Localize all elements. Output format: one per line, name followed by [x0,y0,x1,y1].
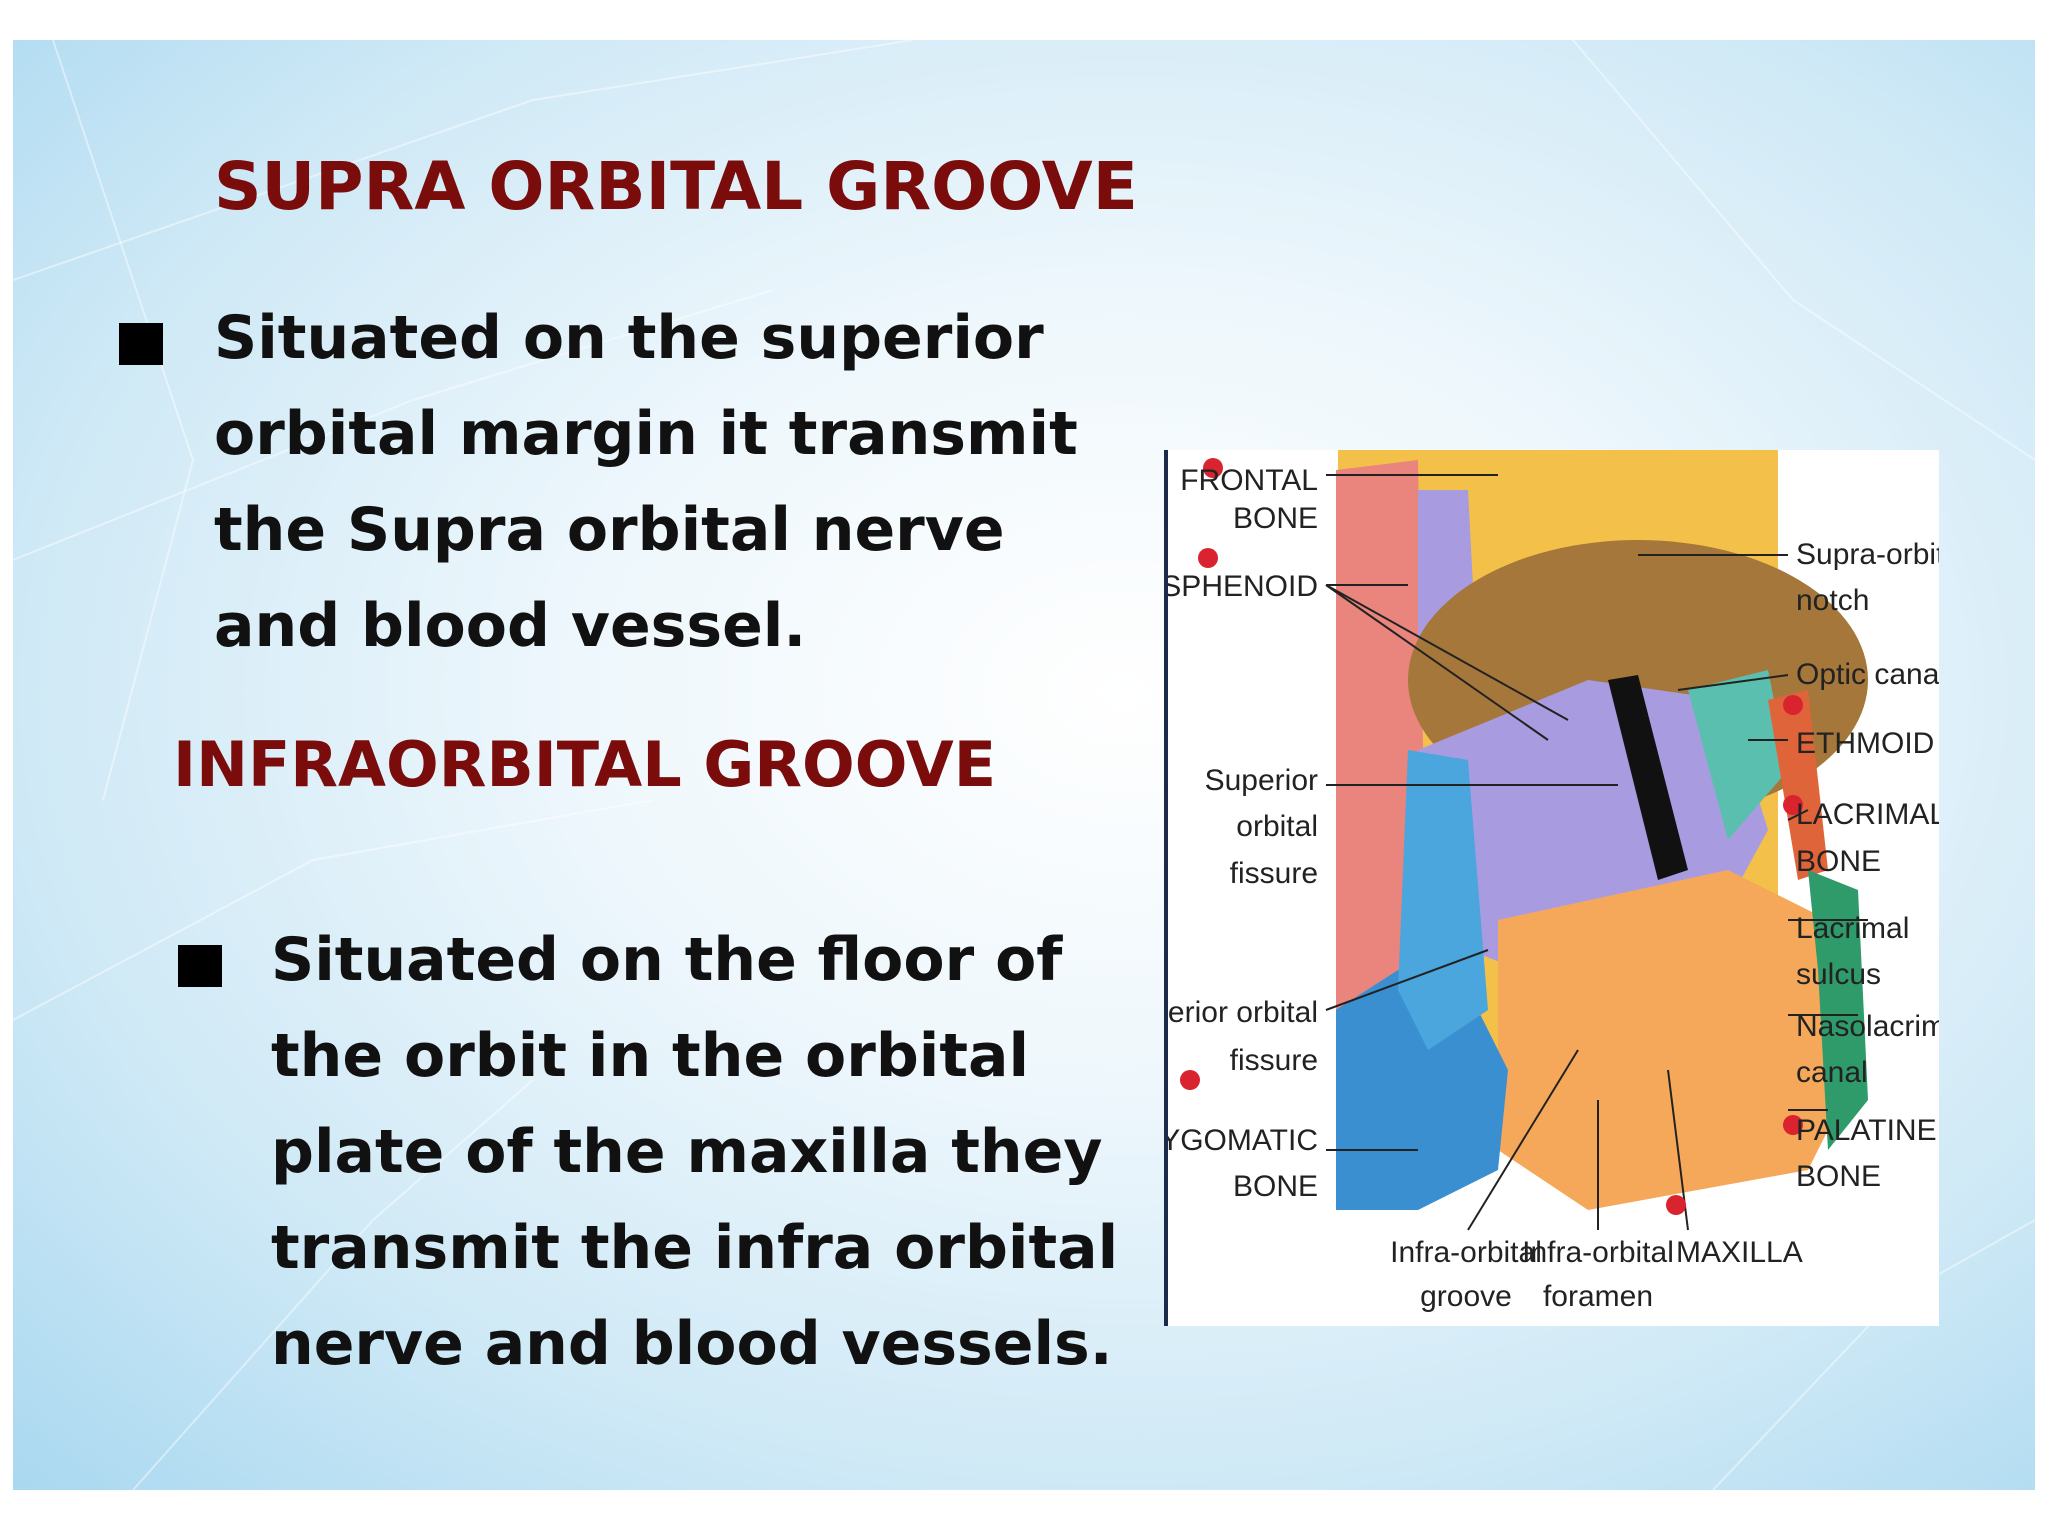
pin-icon [1783,1115,1803,1135]
label-superior-orbital-fissure: orbital [1236,810,1318,843]
lacrimal-bone-region [1768,690,1828,880]
nasolacrimal-region [1808,870,1868,1150]
label-infraorbital-foramen: foramen [1543,1280,1653,1313]
bullet-text-supraorbital: Situated on the superior orbital margin … [214,303,1078,661]
label-superior-orbital-fissure: Superior [1205,764,1318,797]
label-lacrimal-bone: BONE [1796,845,1881,878]
label-palatine-bone: PALATINE [1796,1114,1937,1147]
label-supraorbital-notch: notch [1796,584,1869,617]
pin-icon [1203,458,1223,478]
label-superior-orbital-fissure: fissure [1230,857,1318,890]
slide: SUPRA ORBITAL GROOVE Situated on the sup… [13,40,2035,1490]
bullet-square [119,323,163,365]
pin-icon [1666,1195,1686,1215]
pin-icon [1198,548,1218,568]
label-optic-canal: Optic canal [1796,658,1939,691]
label-nasolacrimal-canal: canal [1796,1056,1868,1089]
label-palatine-bone: BONE [1796,1160,1881,1193]
label-supraorbital-notch: Supra-orbital [1796,538,1939,571]
label-frontal-bone: FRONTAL [1180,464,1318,497]
pin-icon [1783,795,1803,815]
ethmoid-bone-region [1688,670,1788,840]
label-infraorbital-groove: groove [1420,1280,1512,1313]
label-lacrimal-sulcus: Lacrimal [1796,912,1909,945]
label-nasolacrimal-canal: Nasolacrimal [1796,1010,1939,1043]
label-zygomatic-bone: BONE [1233,1170,1318,1203]
orbit-diagram: FRONTAL BONE SPHENOID Superior orbital f… [1164,450,1939,1326]
label-ethmoid: ETHMOID [1796,727,1934,760]
label-lacrimal-bone: LACRIMAL [1796,798,1939,831]
label-infraorbital-foramen: Infra-orbital [1522,1236,1674,1269]
label-sphenoid: SPHENOID [1168,570,1318,603]
superior-orbital-fissure-region [1608,675,1688,880]
label-inferior-orbital-fissure: Inferior orbital [1168,996,1318,1029]
pin-icon [1180,1070,1200,1090]
slide-subtitle: INFRAORBITAL GROOVE [173,728,997,801]
bullet-text-infraorbital: Situated on the floor of the orbit in th… [271,925,1119,1379]
label-infraorbital-groove: Infra-orbital [1390,1236,1542,1269]
maxilla-region [1498,870,1858,1210]
bullet-square [178,945,222,987]
label-lacrimal-sulcus: sulcus [1796,958,1881,991]
pin-icon [1783,695,1803,715]
label-maxilla: MAXILLA [1676,1236,1803,1269]
label-zygomatic-bone: ZYGOMATIC [1168,1124,1318,1157]
orbit-illustration: FRONTAL BONE SPHENOID Superior orbital f… [1168,450,1939,1313]
slide-title: SUPRA ORBITAL GROOVE [214,148,1138,225]
label-inferior-orbital-fissure: fissure [1230,1044,1318,1077]
label-frontal-bone: BONE [1233,502,1318,535]
